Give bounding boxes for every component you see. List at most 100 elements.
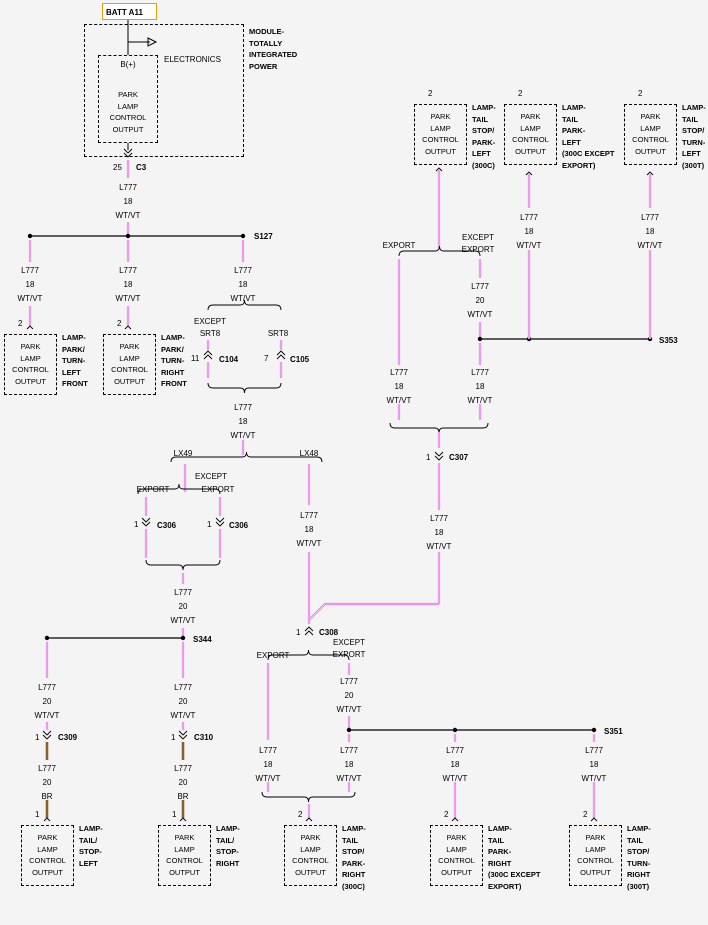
wire-circuit: L777 bbox=[446, 746, 464, 755]
pin-number: 1 bbox=[134, 520, 139, 529]
option-lx48: LX48 bbox=[299, 449, 319, 458]
connector-chevron bbox=[123, 148, 133, 154]
wire-gauge: 18 bbox=[238, 417, 248, 426]
wire-gauge: 18 bbox=[450, 760, 460, 769]
splice-dot bbox=[180, 635, 186, 641]
wire-gauge: 18 bbox=[434, 528, 444, 537]
module-output-label: PARK LAMP CONTROL OUTPUT bbox=[109, 90, 147, 134]
pin-caret bbox=[124, 325, 132, 330]
wire-gauge: 20 bbox=[344, 691, 354, 700]
wire-gauge: 18 bbox=[304, 525, 314, 534]
wire-gauge: 18 bbox=[344, 760, 354, 769]
pin-number: 11 bbox=[191, 354, 200, 363]
wire-gauge: 18 bbox=[524, 227, 534, 236]
lamp-component-box bbox=[103, 334, 156, 395]
ir-link bbox=[308, 602, 439, 621]
wire-circuit: L777 bbox=[390, 368, 408, 377]
option-except-export: EXCEPT EXPORT bbox=[461, 233, 495, 254]
splice-s344: S344 bbox=[193, 635, 212, 644]
option-brace bbox=[137, 483, 221, 495]
wire-gauge: 20 bbox=[42, 697, 52, 706]
pin-caret bbox=[26, 325, 34, 330]
pin-number: 2 bbox=[298, 810, 303, 819]
lamp-label: LAMP- TAIL/ STOP- LEFT bbox=[79, 824, 103, 868]
connector-chevron bbox=[141, 521, 151, 527]
wire-circuit: L777 bbox=[38, 764, 56, 773]
lamp-component-box bbox=[624, 104, 677, 165]
pin-number: 2 bbox=[428, 89, 433, 98]
wire-color: WT/VT bbox=[255, 774, 281, 783]
splice-s127: S127 bbox=[254, 232, 273, 241]
pin-caret bbox=[435, 167, 443, 172]
pin-caret bbox=[646, 171, 654, 176]
component-output-label: PARK LAMP CONTROL OUTPUT bbox=[577, 833, 614, 877]
splice-dot bbox=[44, 635, 50, 641]
option-brace bbox=[145, 559, 221, 571]
connector-chevron bbox=[178, 734, 188, 740]
wire-circuit: L777 bbox=[174, 683, 192, 692]
splice-s353: S353 bbox=[659, 336, 678, 345]
component-output-label: PARK LAMP CONTROL OUTPUT bbox=[422, 112, 459, 156]
wire-color: WT/VT bbox=[230, 294, 256, 303]
lamp-component-box bbox=[21, 825, 74, 886]
option-brace bbox=[267, 649, 350, 661]
module-box bbox=[84, 24, 244, 157]
wire-circuit: L777 bbox=[641, 213, 659, 222]
wire-circuit: L777 bbox=[520, 213, 538, 222]
module-connector: C3 bbox=[136, 163, 147, 172]
wire-gauge: 18 bbox=[25, 280, 35, 289]
connector-c307: C307 bbox=[449, 453, 469, 462]
wire-gauge: 18 bbox=[123, 197, 133, 206]
lamp-label: LAMP- PARK/ TURN- LEFT FRONT bbox=[62, 333, 88, 389]
option-lx49: LX49 bbox=[173, 449, 193, 458]
pin-number: 7 bbox=[264, 354, 269, 363]
wire-circuit: L777 bbox=[119, 183, 137, 192]
connector-c309: C309 bbox=[58, 733, 78, 742]
wire-gauge: 18 bbox=[589, 760, 599, 769]
pin-caret bbox=[179, 817, 187, 822]
pin-number: 2 bbox=[638, 89, 643, 98]
wire-gauge: 18 bbox=[394, 382, 404, 391]
option-brace bbox=[389, 422, 489, 434]
lamp-component-box bbox=[284, 825, 337, 886]
splice-dot bbox=[346, 727, 352, 733]
lamp-label: LAMP- TAIL STOP/ PARK- LEFT (300C) bbox=[472, 103, 496, 170]
connector-chevron bbox=[276, 354, 286, 360]
wire-color: WT/VT bbox=[442, 774, 468, 783]
splice-dot bbox=[125, 233, 131, 239]
connector-chevron bbox=[203, 354, 213, 360]
splice-dot bbox=[591, 727, 597, 733]
option-export: EXPORT bbox=[256, 651, 290, 660]
lamp-component-box bbox=[430, 825, 483, 886]
pin-number: 2 bbox=[117, 319, 122, 328]
pin-caret bbox=[451, 817, 459, 822]
lamp-label: LAMP- TAIL STOP/ TURN- RIGHT (300T) bbox=[627, 824, 651, 891]
wire-color: BR bbox=[177, 792, 189, 801]
lamp-label: LAMP- TAIL PARK- LEFT (300C EXCEPT EXPOR… bbox=[562, 103, 615, 170]
pin-number: 2 bbox=[444, 810, 449, 819]
wire-circuit: L777 bbox=[119, 266, 137, 275]
component-output-label: PARK LAMP CONTROL OUTPUT bbox=[512, 112, 549, 156]
wire-gauge: 18 bbox=[475, 382, 485, 391]
wire-color: WT/VT bbox=[386, 396, 412, 405]
pin-caret bbox=[43, 817, 51, 822]
pin-number: 1 bbox=[171, 733, 176, 742]
wire-circuit: L777 bbox=[300, 511, 318, 520]
splice-s351: S351 bbox=[604, 727, 623, 736]
wire-color: WT/VT bbox=[637, 241, 663, 250]
pin-number: 1 bbox=[426, 453, 431, 462]
wire-circuit: L777 bbox=[471, 282, 489, 291]
lamp-component-box bbox=[414, 104, 467, 165]
wire-color: WT/VT bbox=[296, 539, 322, 548]
connector-chevron bbox=[123, 152, 133, 158]
wire-circuit: L777 bbox=[259, 746, 277, 755]
connector-chevron bbox=[304, 626, 314, 632]
option-except-export: EXCEPT EXPORT bbox=[332, 638, 366, 659]
option-brace bbox=[398, 245, 481, 257]
wire-gauge: 18 bbox=[645, 227, 655, 236]
wire-color: WT/VT bbox=[516, 241, 542, 250]
connector-chevron bbox=[42, 734, 52, 740]
lamp-label: LAMP- TAIL/ STOP- RIGHT bbox=[216, 824, 240, 868]
